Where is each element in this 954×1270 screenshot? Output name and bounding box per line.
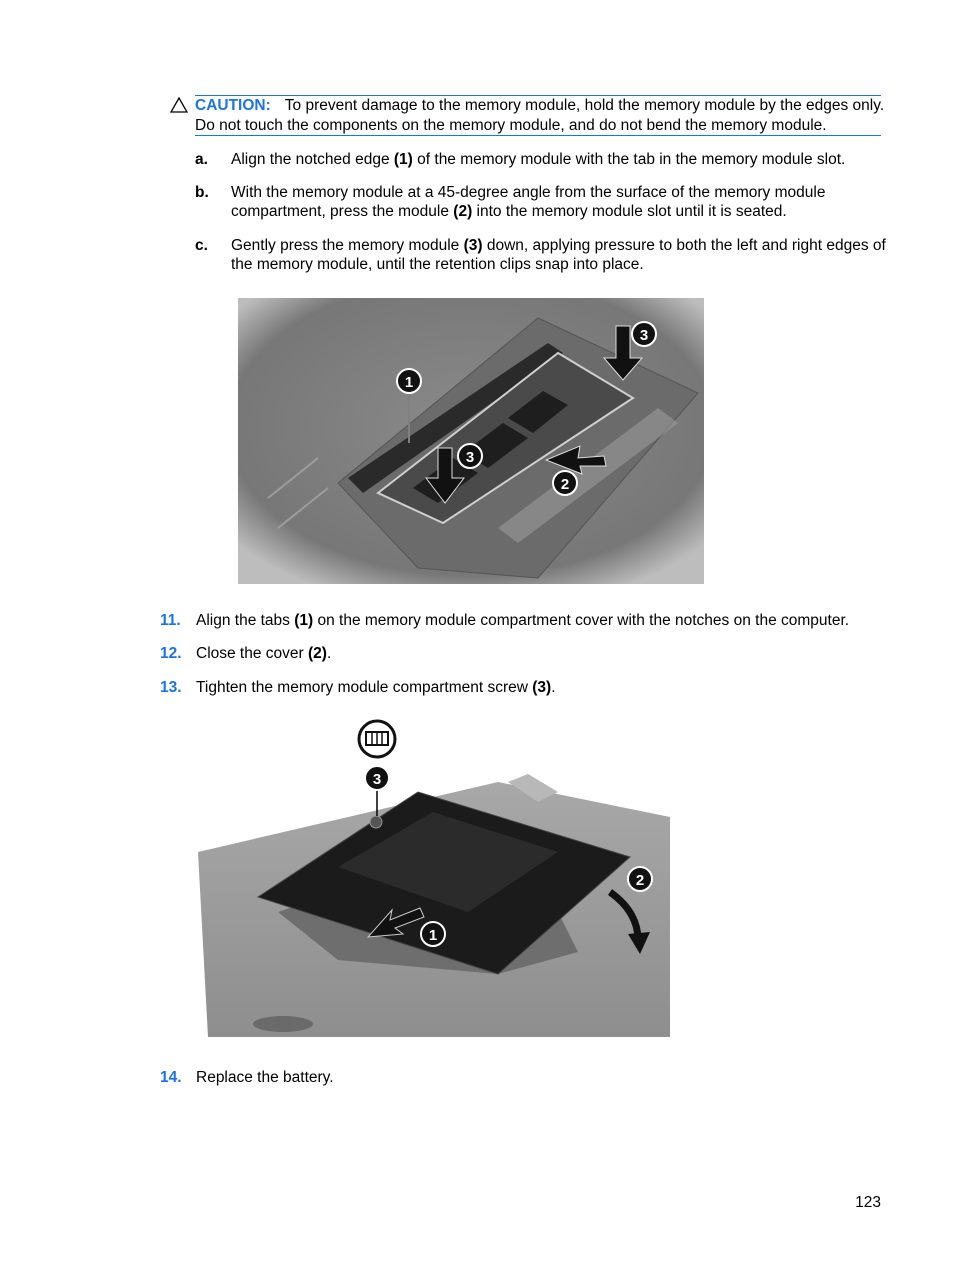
step-number: 13. [160,679,182,696]
warning-triangle-icon [170,97,188,113]
step-number: 12. [160,645,182,662]
callout-2: 2 [561,476,569,493]
page-number: 123 [855,1194,881,1211]
callout-2: 2 [636,872,644,889]
callout-1: 1 [405,374,413,391]
callout-3-top: 3 [640,327,648,344]
caution-bottom-rule [195,135,881,136]
callout-3: 3 [373,771,381,788]
callout-1: 1 [429,927,437,944]
step-number: 11. [160,612,181,629]
caution-top-rule [195,95,881,96]
memory-module-insertion-illustration: 1 3 3 2 [238,298,704,584]
caution-text: To prevent damage to the memory module, … [195,97,885,134]
compartment-cover-illustration: 3 2 1 [198,712,670,1042]
substep-letter: a. [195,151,208,168]
step-number: 14. [160,1069,182,1086]
substep-letter: c. [195,237,208,254]
caution-label: CAUTION: [195,97,271,114]
callout-3-middle: 3 [466,449,474,466]
substep-letter: b. [195,184,209,201]
